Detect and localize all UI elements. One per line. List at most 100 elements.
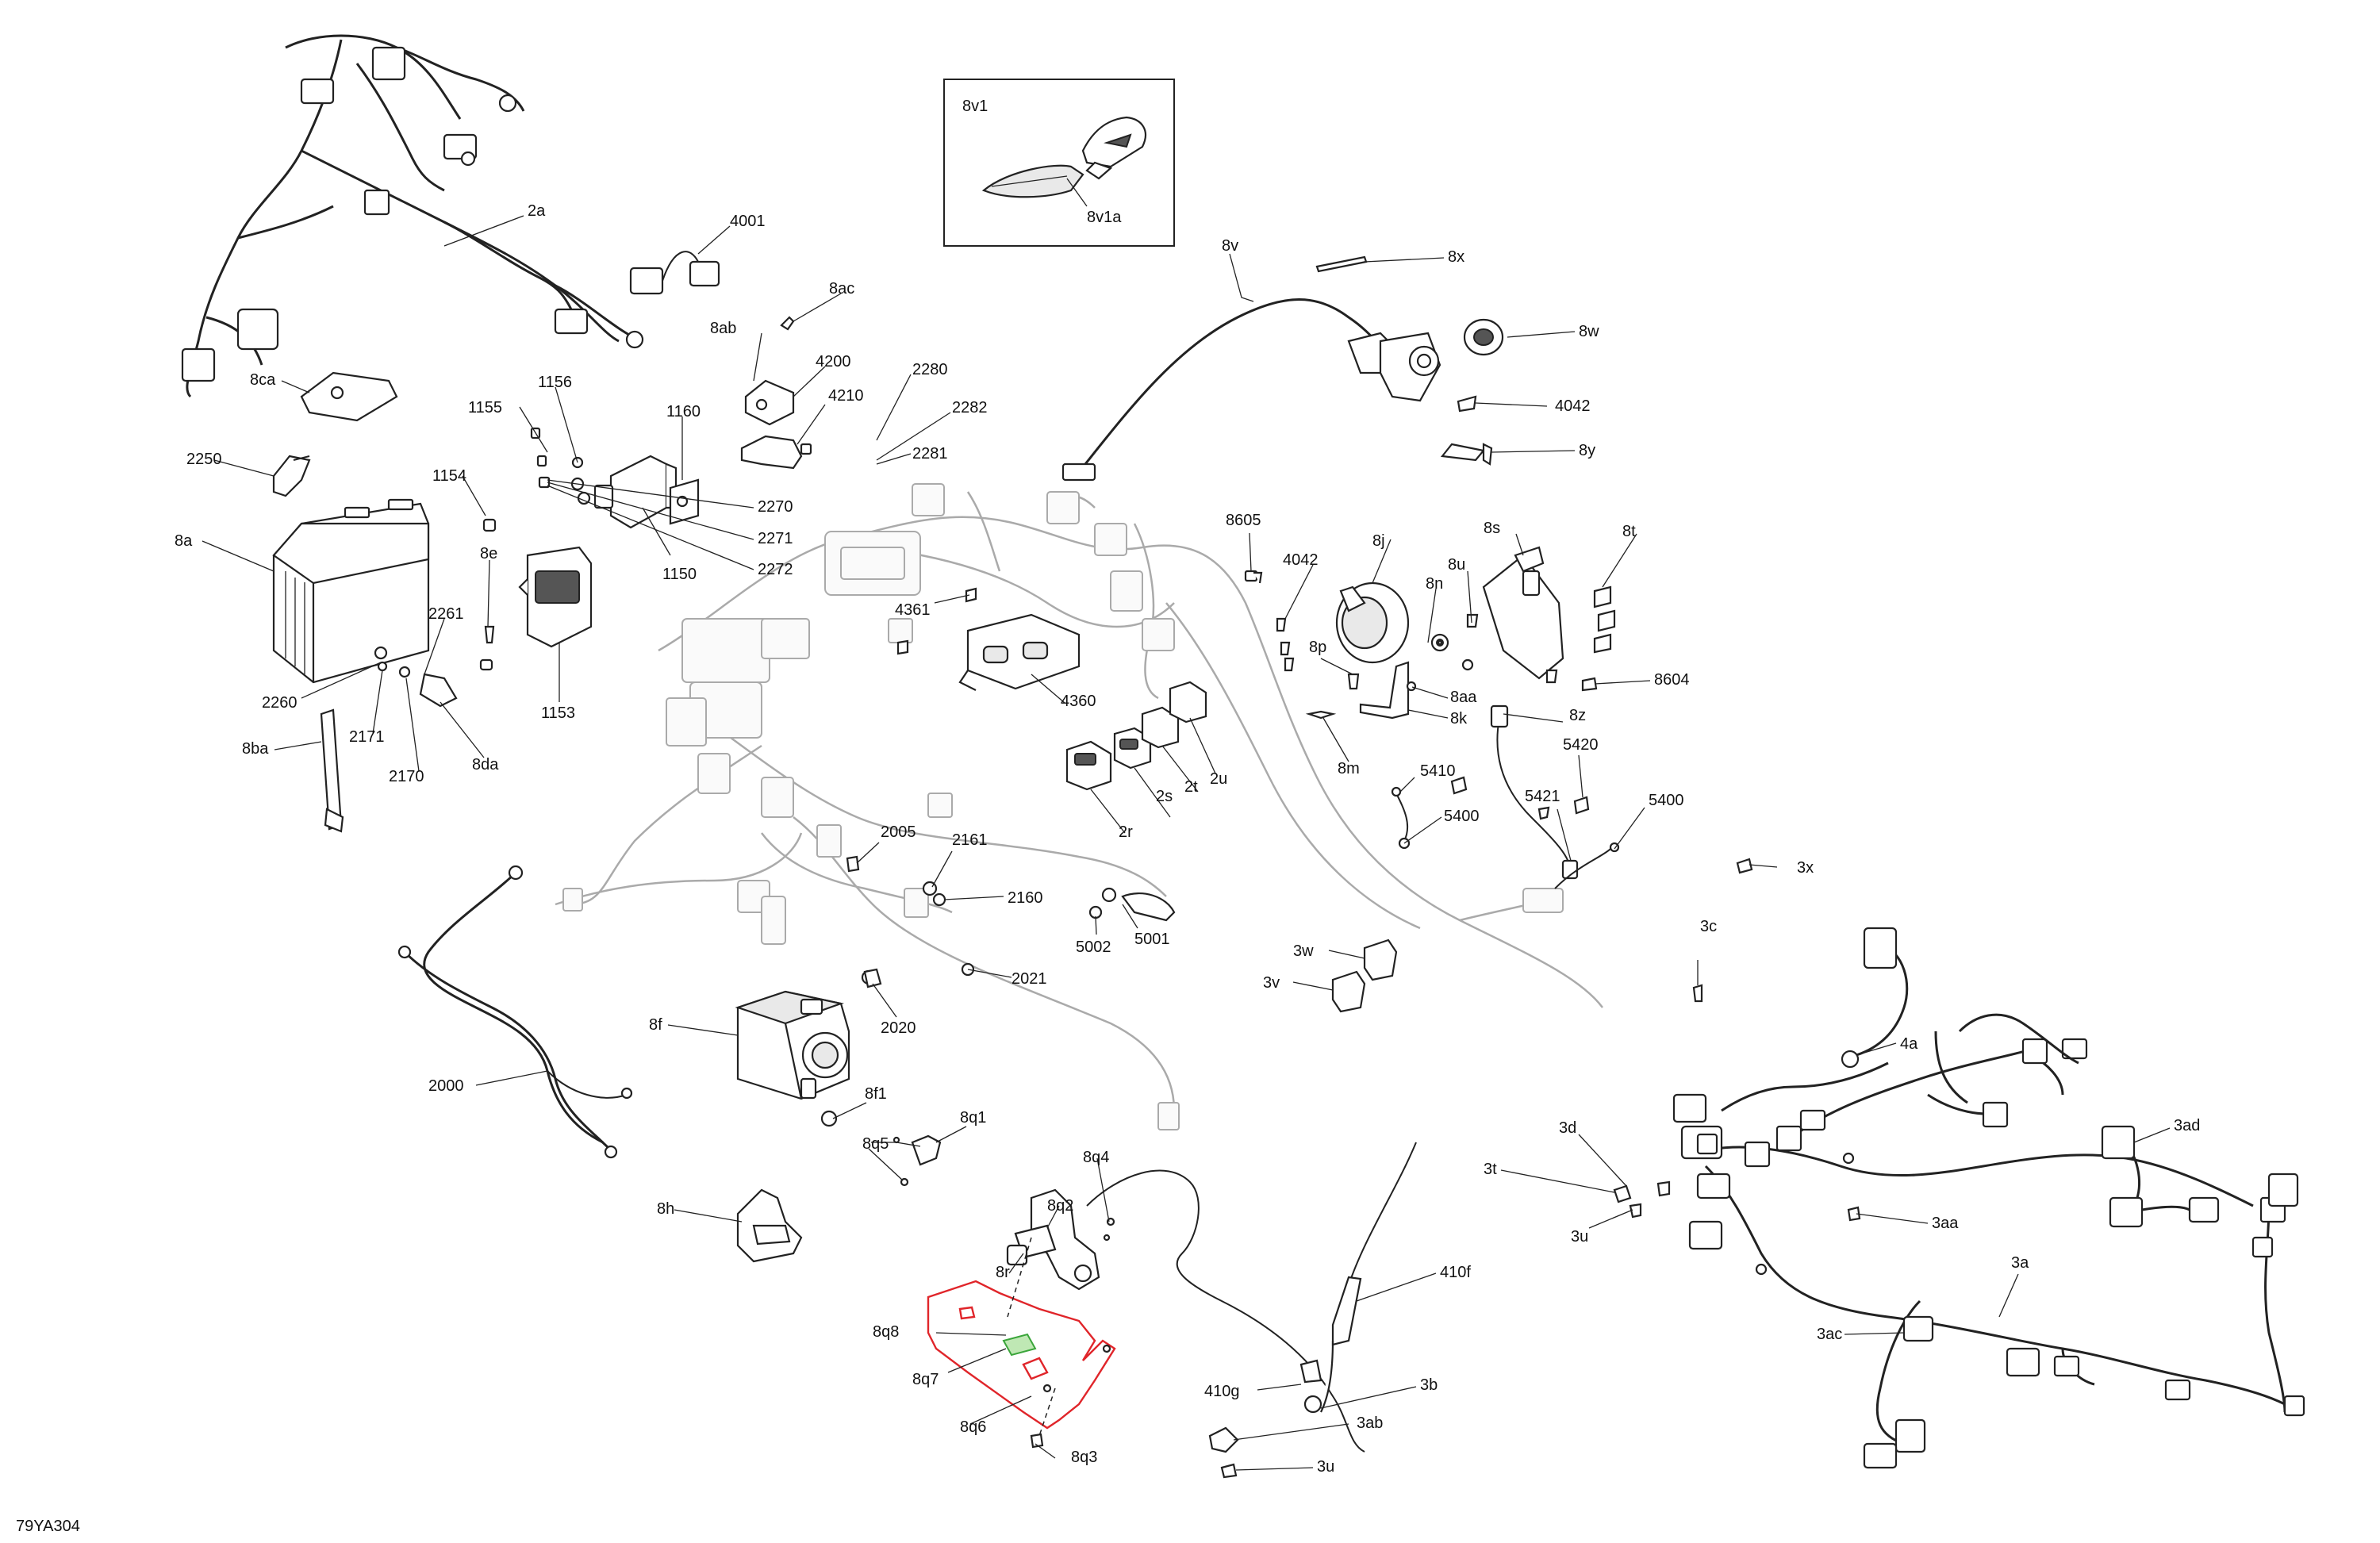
label-8aa: 8aa (1450, 689, 1477, 706)
label-3aa: 3aa (1932, 1215, 1959, 1232)
label-8a: 8a (175, 532, 193, 550)
label-8y: 8y (1579, 442, 1595, 459)
label-8q4: 8q4 (1083, 1149, 1109, 1166)
label-2r: 2r (1119, 823, 1133, 841)
label-8v1a: 8v1a (1087, 209, 1122, 226)
connectors-3t-3u-3d (1613, 1180, 1861, 1222)
label-5421: 5421 (1525, 788, 1560, 805)
main-wiring-harness-ghost (555, 483, 1603, 1130)
harness-2a (181, 34, 644, 398)
battery-8a (272, 498, 430, 684)
label-8m: 8m (1338, 760, 1360, 777)
label-3c: 3c (1700, 918, 1717, 935)
key-inset-box (943, 79, 1175, 247)
label-5002: 5002 (1076, 938, 1111, 956)
label-8q6: 8q6 (960, 1418, 986, 1436)
actuator-8s (1437, 546, 1616, 692)
label-8v1: 8v1 (962, 98, 988, 115)
label-8ba: 8ba (242, 740, 269, 758)
label-4042-top: 4042 (1555, 397, 1591, 415)
label-5420: 5420 (1563, 736, 1599, 754)
label-2021: 2021 (1012, 970, 1047, 988)
label-1150: 1150 (662, 566, 697, 583)
part-labels: 2a 4001 8ac 8ab 4200 4210 2280 2282 2281… (16, 98, 2200, 1535)
label-8w: 8w (1579, 323, 1599, 340)
label-2160: 2160 (1008, 889, 1043, 907)
label-2000: 2000 (428, 1077, 464, 1095)
label-2272: 2272 (758, 561, 793, 578)
label-3b: 3b (1420, 1376, 1438, 1394)
leader-lines (202, 178, 2171, 1471)
label-5410: 5410 (1420, 762, 1456, 780)
label-2a: 2a (528, 202, 546, 220)
label-4200: 4200 (816, 353, 851, 370)
label-8q2: 8q2 (1047, 1197, 1073, 1215)
label-4360: 4360 (1061, 693, 1096, 710)
label-3a: 3a (2011, 1254, 2029, 1272)
brackets-3w-3v (1331, 938, 1398, 1013)
label-2170: 2170 (389, 768, 424, 785)
label-5400-right: 5400 (1649, 792, 1684, 809)
label-8604: 8604 (1654, 671, 1690, 689)
label-4042-mid: 4042 (1283, 551, 1319, 569)
label-8f1: 8f1 (865, 1085, 887, 1103)
harness-3a (1672, 1031, 2305, 1469)
label-2270: 2270 (758, 498, 793, 516)
label-4210: 4210 (828, 387, 864, 405)
label-8e: 8e (480, 545, 497, 562)
label-2u: 2u (1210, 770, 1227, 788)
label-2260: 2260 (262, 694, 298, 712)
label-1153: 1153 (541, 704, 575, 722)
label-3d: 3d (1559, 1119, 1576, 1137)
cable-2000 (397, 865, 633, 1159)
label-3ad: 3ad (2174, 1117, 2200, 1134)
connector-4001 (629, 251, 720, 295)
label-2020: 2020 (881, 1019, 916, 1037)
label-8ac: 8ac (829, 280, 854, 297)
part-2250 (272, 455, 311, 497)
abs-module-8f (735, 990, 850, 1127)
label-8x: 8x (1448, 248, 1464, 266)
antenna-410f (1208, 1142, 1417, 1479)
label-3t: 3t (1484, 1161, 1497, 1178)
fasteners-2020 (863, 968, 882, 988)
label-8ab: 8ab (710, 320, 736, 337)
label-4a: 4a (1900, 1035, 1918, 1053)
label-4361: 4361 (895, 601, 931, 619)
connector-3ad (2101, 1125, 2299, 1228)
label-1160: 1160 (666, 403, 701, 420)
lock-assembly-8q (892, 1134, 1365, 1453)
label-5400-left: 5400 (1444, 808, 1480, 825)
label-3ac: 3ac (1817, 1326, 1842, 1343)
label-2281: 2281 (912, 445, 948, 463)
label-2280: 2280 (912, 361, 948, 378)
label-2s: 2s (1156, 788, 1173, 805)
label-2250: 2250 (186, 451, 222, 468)
label-8t: 8t (1622, 523, 1636, 540)
label-8da: 8da (472, 756, 499, 773)
label-8j: 8j (1372, 532, 1385, 550)
label-8605: 8605 (1226, 512, 1261, 529)
label-2261: 2261 (428, 605, 464, 623)
label-2282: 2282 (952, 399, 988, 416)
bracket-4210 (740, 435, 812, 470)
fasteners-center (846, 855, 1176, 985)
harness-4a (1841, 927, 2079, 1069)
label-8p: 8p (1309, 639, 1326, 656)
horn-8j (1244, 570, 1449, 720)
label-8h: 8h (657, 1200, 674, 1218)
label-3w: 3w (1293, 942, 1314, 960)
bracket-8ab (744, 316, 795, 426)
fuse-box-1153 (518, 546, 593, 648)
label-410g: 410g (1204, 1383, 1240, 1400)
label-8q3: 8q3 (1071, 1449, 1097, 1466)
fasteners-3x-3c (1692, 858, 1753, 1003)
label-5001: 5001 (1134, 931, 1170, 948)
label-8f: 8f (649, 1016, 662, 1034)
label-1155: 1155 (468, 399, 502, 416)
bracket-8h (736, 1188, 803, 1263)
label-2t: 2t (1184, 778, 1198, 796)
label-3v: 3v (1263, 974, 1280, 992)
fasteners-left (374, 427, 591, 708)
